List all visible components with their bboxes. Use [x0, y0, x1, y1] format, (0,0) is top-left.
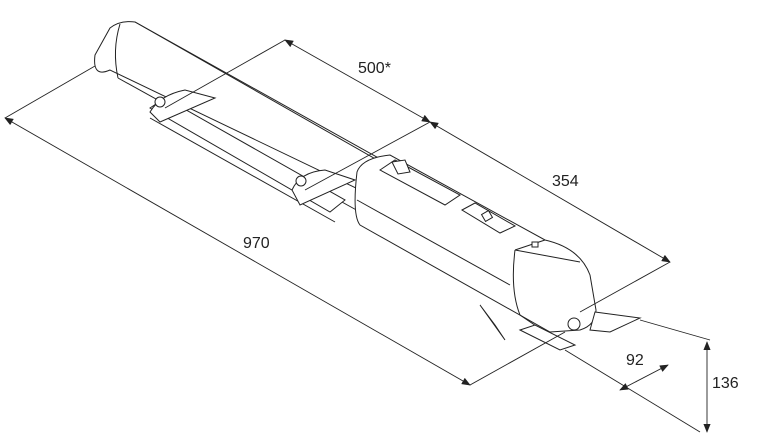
label-height: 136	[712, 375, 739, 392]
label-overall-length: 970	[243, 235, 270, 252]
label-bracket-offset: 92	[626, 352, 644, 369]
motor-body	[354, 154, 642, 351]
label-stroke: 500*	[358, 60, 391, 77]
dimension-354	[429, 121, 671, 313]
label-motor-body: 354	[552, 173, 579, 190]
dimension-970	[4, 65, 566, 386]
dimension-92	[564, 319, 711, 433]
dimension-500	[164, 39, 431, 191]
